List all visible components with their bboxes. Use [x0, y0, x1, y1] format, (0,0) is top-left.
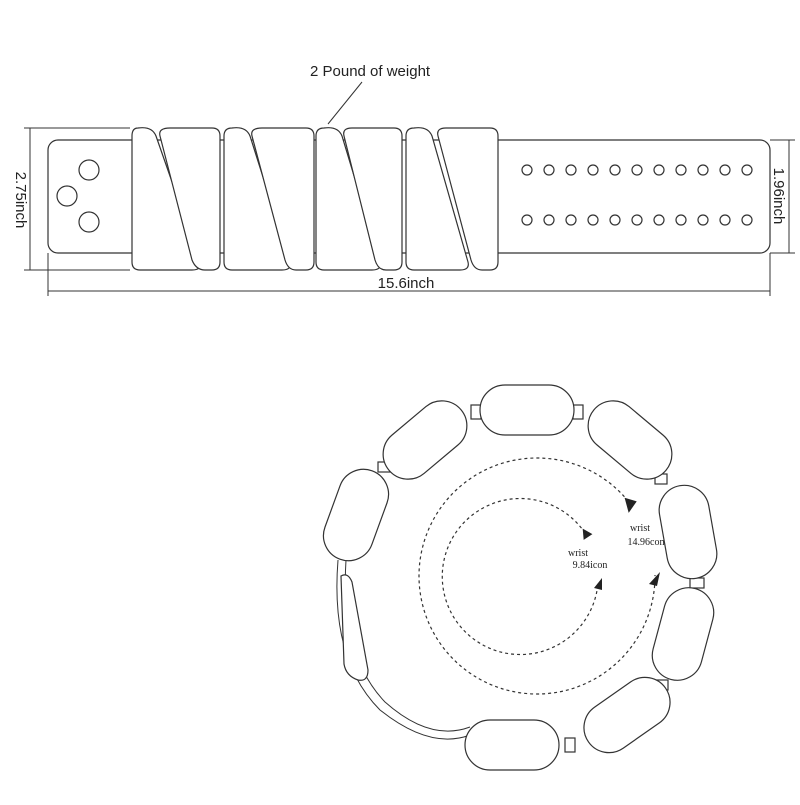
- weight-segment: [159, 127, 221, 271]
- weight-segment: [343, 127, 403, 271]
- strap-hole: [719, 214, 731, 226]
- buckle-hole: [78, 211, 100, 233]
- height-right-label: 1.96inch: [770, 168, 787, 225]
- strap-hole: [609, 214, 621, 226]
- wrapped-segment: [587, 400, 673, 480]
- strap-band-outer: [336, 559, 471, 740]
- flat-strap-view: 2 Pound of weight 2.75inch 1.96inch 15.6…: [12, 63, 795, 296]
- strap-holes-bottom-row: [521, 214, 753, 226]
- strap-hole: [719, 164, 731, 176]
- outer-wrist-label-line1: wrist: [630, 523, 650, 534]
- height-right-dimension: 1.96inch: [770, 139, 795, 254]
- inner-wrist-dashed-circle: [441, 497, 599, 656]
- strap-hole: [609, 164, 621, 176]
- inner-arrow-head-top: [582, 528, 593, 540]
- strap-hole: [587, 164, 599, 176]
- strap-hole: [697, 214, 709, 226]
- strap-hole: [565, 164, 577, 176]
- connector: [689, 577, 705, 589]
- weight-segments: [131, 127, 499, 271]
- wrapped-strap-view: wrist 9.84icon wrist 14.96con: [322, 384, 718, 771]
- buckle-hole: [78, 159, 100, 181]
- strap-hole: [653, 164, 665, 176]
- weight-segment: [251, 127, 315, 271]
- wrapped-weight-segments: [322, 384, 718, 771]
- strap-hole: [697, 164, 709, 176]
- wrapped-segment: [464, 719, 560, 771]
- inner-wrist-label-line2: 9.84icon: [573, 560, 608, 571]
- strap-hole: [653, 214, 665, 226]
- strap-hole: [631, 164, 643, 176]
- weight-leader-line: [327, 81, 363, 125]
- strap-hole: [565, 214, 577, 226]
- inner-wrist-label-line1: wrist: [568, 548, 588, 559]
- strap-hole: [675, 214, 687, 226]
- strap-holes-top-row: [521, 164, 753, 176]
- length-label: 15.6inch: [378, 275, 435, 292]
- weight-segment: [315, 127, 381, 271]
- strap-hole: [631, 214, 643, 226]
- strap-hole: [521, 164, 533, 176]
- wrapped-segment: [382, 400, 468, 480]
- buckle-hole: [56, 185, 78, 207]
- length-dimension: 15.6inch: [47, 253, 771, 296]
- strap-hole: [521, 214, 533, 226]
- outer-arrow-head-bottom: [649, 572, 660, 586]
- height-left-dimension: 2.75inch: [12, 127, 130, 271]
- buckle-clip: [340, 574, 369, 681]
- height-left-label: 2.75inch: [12, 172, 29, 229]
- wrapped-segment: [583, 676, 671, 754]
- weight-segment: [405, 127, 469, 271]
- wrapped-segment: [322, 468, 390, 562]
- inner-arrow-head-bottom: [594, 578, 602, 590]
- outer-wrist-dashed-circle: [418, 457, 656, 695]
- wrapped-segment: [651, 587, 715, 681]
- weight-segment: [437, 127, 499, 271]
- buckle-tab: [56, 159, 100, 233]
- weight-segment: [131, 127, 201, 271]
- wrapped-segment: [658, 484, 718, 580]
- strap-hole: [543, 164, 555, 176]
- strap-hole: [741, 164, 753, 176]
- strap-hole: [675, 164, 687, 176]
- outer-wrist-label-line2: 14.96con: [628, 537, 665, 548]
- strap-hole: [543, 214, 555, 226]
- outer-arrow-head-top: [624, 497, 637, 513]
- strap-hole: [741, 214, 753, 226]
- wrapped-segment: [479, 384, 575, 436]
- strap-hole: [587, 214, 599, 226]
- connector: [564, 737, 576, 753]
- weight-label: 2 Pound of weight: [310, 63, 431, 80]
- weight-segment: [223, 127, 291, 271]
